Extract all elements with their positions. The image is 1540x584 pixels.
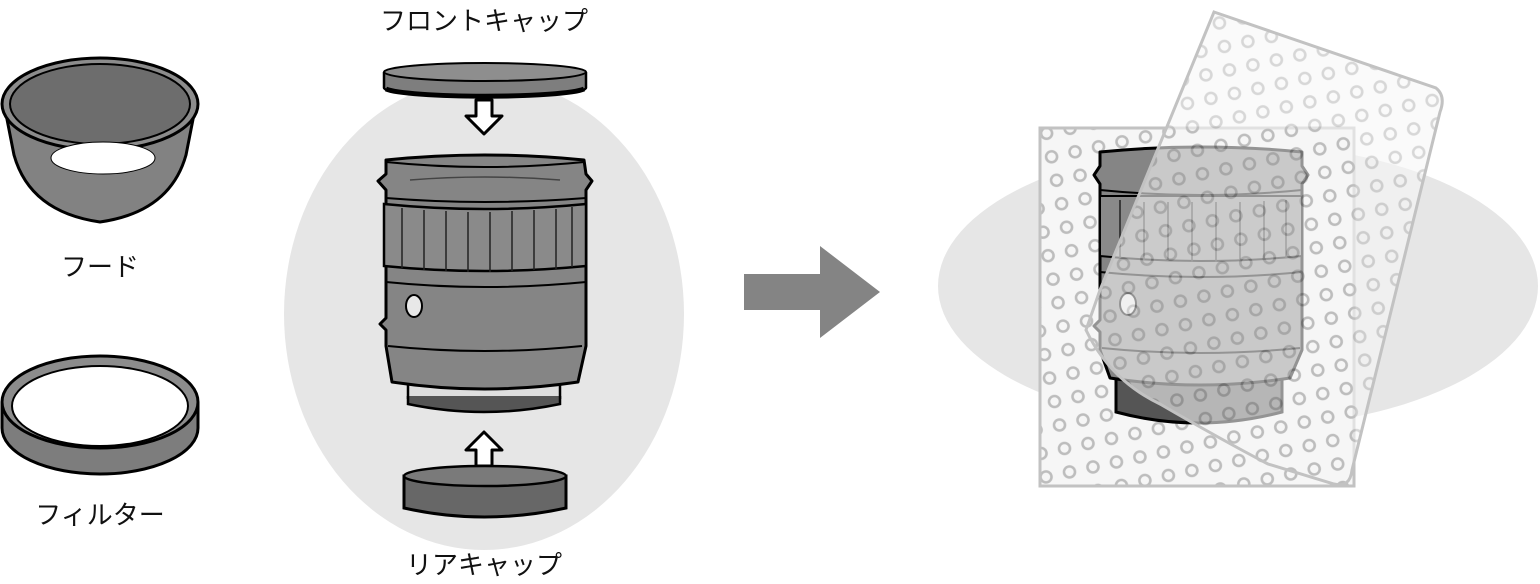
filter-label: フィルター: [35, 501, 164, 531]
right-arrow-icon: [744, 246, 880, 338]
rear-cap-icon: [402, 464, 568, 519]
hood-label: フード: [61, 253, 139, 283]
front-cap-label: フロントキャップ: [380, 7, 588, 37]
filter-ring-icon: [0, 354, 200, 476]
up-arrow-icon: [464, 430, 504, 468]
bubble-wrapped-lens-icon: [1038, 10, 1444, 488]
camera-lens-icon: [376, 153, 594, 414]
front-cap-icon: [382, 62, 588, 99]
down-arrow-icon: [464, 98, 504, 136]
rear-cap-label: リアキャップ: [406, 551, 562, 581]
lens-hood-icon: [0, 56, 200, 224]
